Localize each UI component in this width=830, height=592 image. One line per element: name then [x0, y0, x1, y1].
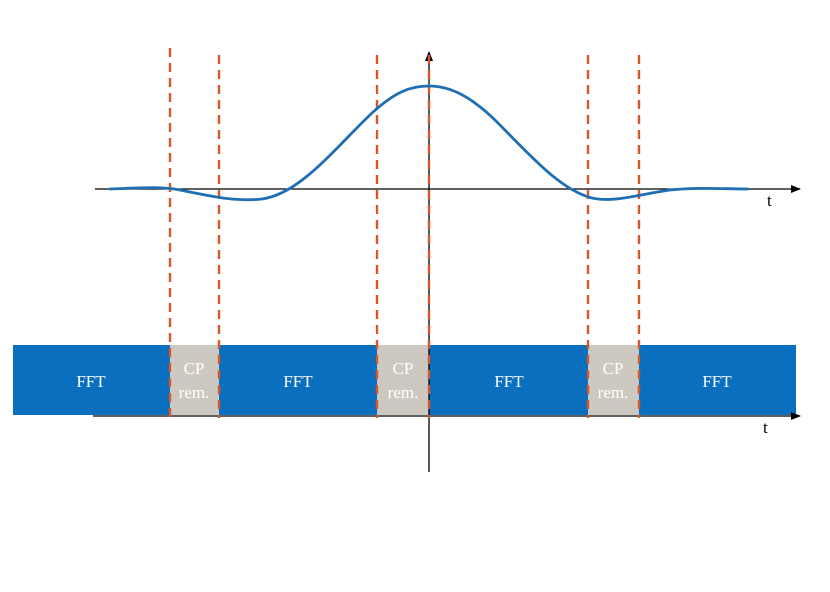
cp-removal-block-1 — [170, 345, 219, 415]
cp-label-2: CP — [393, 359, 414, 378]
fft-block-3 — [429, 345, 588, 415]
rem-label-1: rem. — [179, 383, 210, 402]
fft-block-1 — [13, 345, 170, 415]
rem-label-3: rem. — [598, 383, 629, 402]
cp-label-3: CP — [603, 359, 624, 378]
cp-boundary-lines — [168, 48, 641, 418]
fft-label-4: FFT — [702, 372, 732, 391]
top-axis-t-label: t — [767, 191, 772, 210]
fft-label-2: FFT — [283, 372, 313, 391]
fft-label-1: FFT — [76, 372, 106, 391]
cp-label-1: CP — [184, 359, 205, 378]
fft-block-4 — [639, 345, 796, 415]
cp-removal-block-3 — [588, 345, 639, 415]
cp-removal-block-2 — [377, 345, 429, 415]
block-strip: FFT CP rem. FFT CP rem. FFT CP rem. FFT — [13, 345, 796, 415]
fft-label-3: FFT — [494, 372, 524, 391]
bottom-axis-t-label: t — [763, 418, 768, 437]
rem-label-2: rem. — [388, 383, 419, 402]
pulse-waveform — [108, 84, 750, 202]
fft-block-2 — [219, 345, 377, 415]
